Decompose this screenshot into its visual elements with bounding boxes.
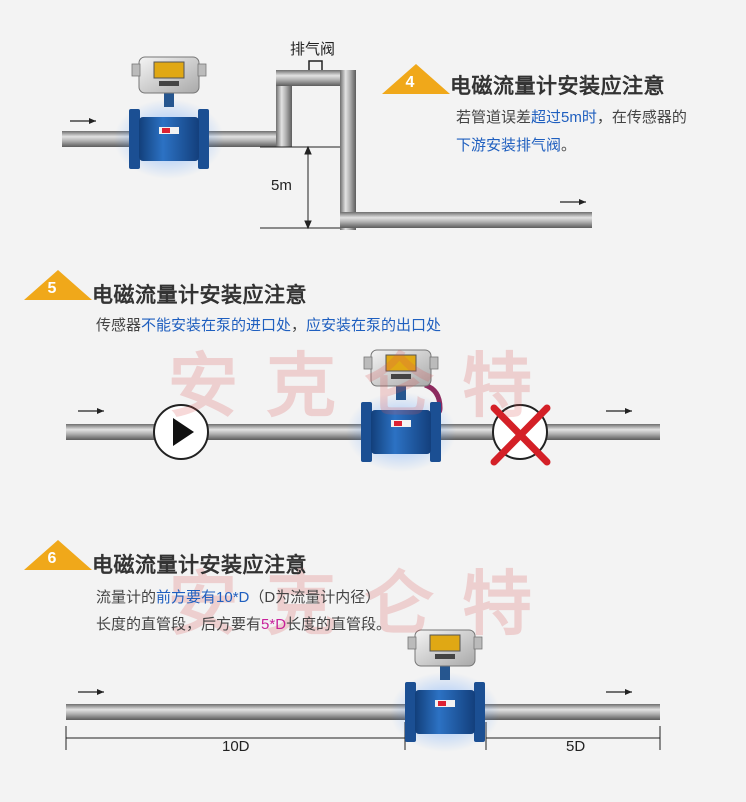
dimension-label-front: 10D [222, 738, 250, 755]
valve-label: 排气阀 [290, 41, 336, 58]
step-badge [382, 64, 450, 94]
section-description: 流量计的前方要有10*D（D为流量计内径） [96, 589, 381, 606]
section-description: 下游安装排气阀。 [456, 137, 577, 154]
section-title: 电磁流量计安装应注意 [450, 75, 665, 98]
flow-arrow [77, 407, 105, 415]
section5-diagram [66, 349, 660, 473]
section-title: 电磁流量计安装应注意 [92, 284, 307, 307]
flow-meter [113, 56, 225, 180]
watermark: 安克仑特 [168, 563, 560, 645]
valve-marker [308, 60, 323, 70]
section4-diagram [62, 56, 592, 230]
flow-arrow [559, 198, 587, 206]
section-description: 若管道误差超过5m时，在传感器的 [456, 109, 687, 126]
pipe [66, 704, 660, 720]
section-title: 电磁流量计安装应注意 [92, 554, 307, 577]
height-label: 5m [271, 177, 292, 194]
height-dimension [260, 145, 340, 230]
dimension-label-back: 5D [566, 738, 586, 755]
section6-diagram [65, 629, 661, 753]
flow-arrow [605, 688, 633, 696]
step-number: 6 [47, 550, 57, 567]
section-description: 传感器不能安装在泵的进口处，应安装在泵的出口处 [96, 317, 442, 334]
step-number: 5 [47, 280, 57, 297]
flow-arrow [77, 688, 105, 696]
step-badge [24, 540, 92, 570]
pump-icon [153, 404, 209, 460]
step-badge [24, 270, 92, 300]
section-description: 长度的直管段，后方要有5*D长度的直管段。 [96, 616, 392, 633]
step-number: 4 [405, 74, 415, 91]
flow-arrow [69, 117, 97, 125]
flow-arrow [605, 407, 633, 415]
forbidden-position-icon [490, 404, 551, 466]
watermark: 安克仑特 [168, 345, 560, 427]
